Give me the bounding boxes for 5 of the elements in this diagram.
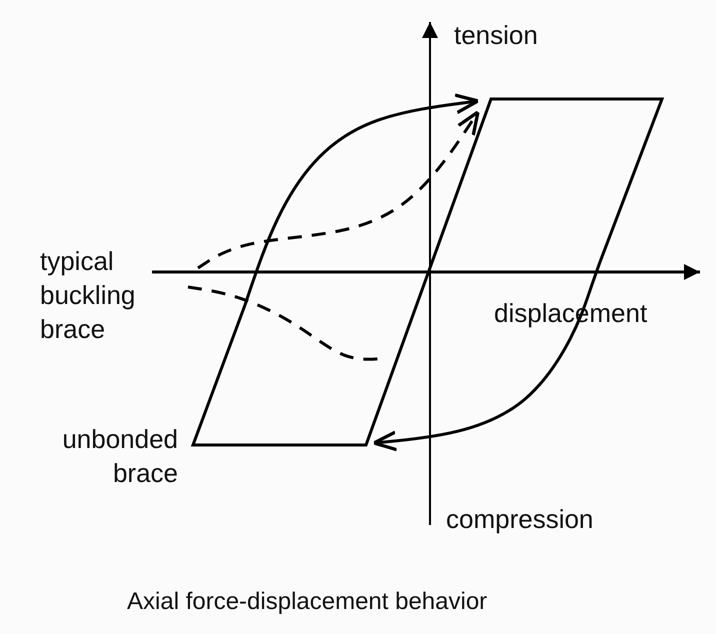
caption: Axial force-displacement behavior — [127, 587, 488, 617]
curve-label: typical buckling brace — [40, 245, 136, 346]
axis-label: tension — [454, 19, 538, 52]
axis-label: compression — [446, 503, 594, 536]
curve-label: unbonded brace — [61, 423, 178, 490]
